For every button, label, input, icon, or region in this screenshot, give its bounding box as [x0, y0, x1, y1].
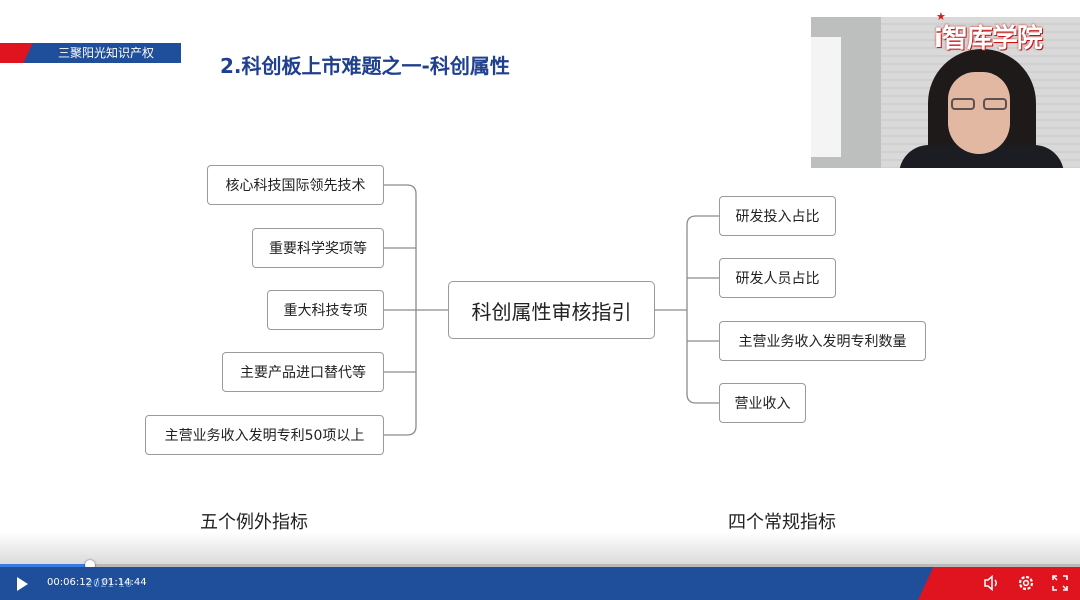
center-node: 科创属性审核指引: [448, 281, 655, 339]
time-display: 00:06:12 / 01:14:44: [47, 577, 147, 588]
fullscreen-icon: [1052, 575, 1068, 591]
left-node-2: 重要科学奖项等: [252, 228, 384, 268]
left-node-5: 主营业务收入发明专利50项以上: [145, 415, 384, 455]
player-gradient: [0, 532, 1080, 568]
right-caption: 四个常规指标: [728, 512, 836, 533]
timestamp-ghost: 2021-10: [86, 577, 132, 590]
volume-button[interactable]: [982, 573, 1002, 593]
webcam-window: [811, 37, 841, 157]
slide-title: 2.科创板上市难题之一-科创属性: [220, 54, 510, 78]
right-node-2: 研发人员占比: [719, 258, 836, 298]
play-button[interactable]: [13, 575, 31, 593]
right-node-3: 主营业务收入发明专利数量: [719, 321, 926, 361]
play-icon: [17, 577, 28, 591]
fullscreen-button[interactable]: [1050, 573, 1070, 593]
progress-handle[interactable]: [85, 560, 95, 570]
progress-track[interactable]: [0, 564, 1080, 567]
webcam-overlay: [811, 17, 1080, 168]
settings-icon: [1018, 575, 1034, 591]
mindmap-connectors: [384, 184, 719, 436]
right-node-1: 研发投入占比: [719, 196, 836, 236]
webcam-logo: i智库学院: [934, 24, 1043, 54]
left-node-3: 重大科技专项: [267, 290, 384, 330]
presenter-body: [899, 145, 1064, 168]
settings-button[interactable]: [1016, 573, 1036, 593]
left-caption: 五个例外指标: [200, 512, 308, 533]
logo-star-icon: ★: [936, 10, 946, 23]
presenter-glasses: [951, 98, 1009, 110]
brand-label: 三聚阳光知识产权: [58, 46, 155, 60]
left-node-4: 主要产品进口替代等: [222, 352, 384, 392]
presenter-face: [948, 72, 1010, 154]
progress-fill: [0, 564, 90, 567]
left-node-1: 核心科技国际领先技术: [207, 165, 384, 205]
volume-icon: [984, 574, 997, 592]
header-brand-band: [36, 43, 181, 63]
right-node-4: 营业收入: [719, 383, 806, 423]
player-bar: [0, 567, 1080, 600]
